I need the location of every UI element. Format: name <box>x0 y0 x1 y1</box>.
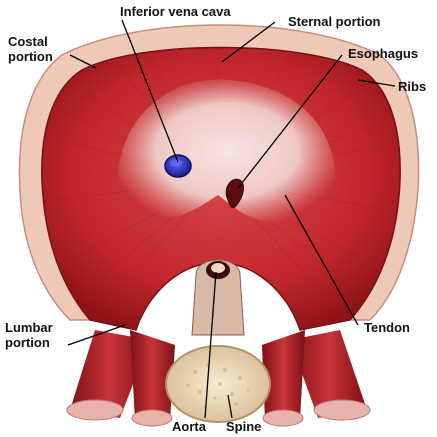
label-esophagus: Esophagus <box>348 46 418 61</box>
label-ribs: Ribs <box>398 79 426 94</box>
label-sternal-portion: Sternal portion <box>288 14 380 29</box>
label-costal-portion: Costal portion <box>8 34 53 64</box>
aortic-hiatus <box>192 260 244 335</box>
vertebra <box>166 346 270 422</box>
label-tendon: Tendon <box>364 320 410 335</box>
label-inferior-vena-cava: Inferior vena cava <box>120 4 231 19</box>
label-spine: Spine <box>226 419 261 434</box>
label-aorta: Aorta <box>172 419 206 434</box>
label-lumbar-portion: Lumbar portion <box>5 320 53 350</box>
